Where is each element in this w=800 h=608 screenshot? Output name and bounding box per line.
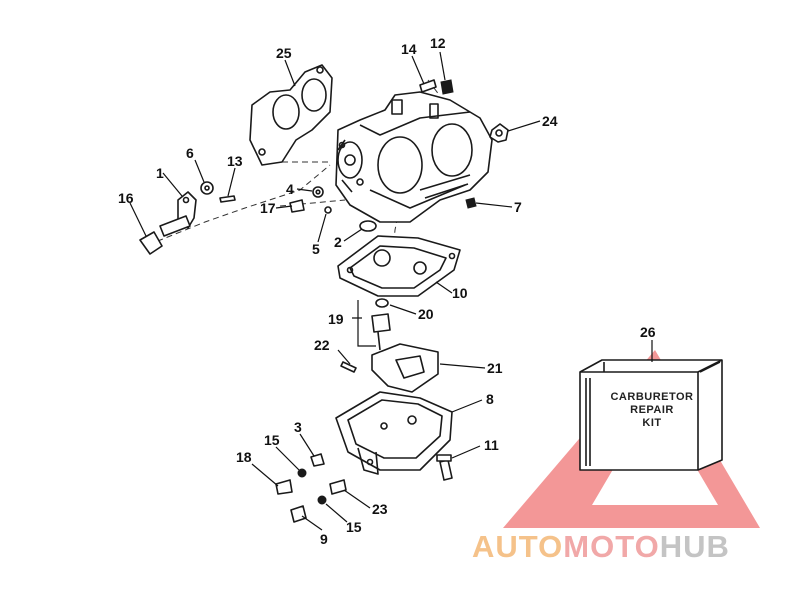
watermark-logo [503,350,760,528]
float-part-21 [371,343,439,393]
repair-kit-box: CARBURETOR REPAIR KIT [579,359,723,471]
callout-1: 1 [156,165,164,181]
float-bowl-part-8 [335,391,453,475]
leader-lines [129,51,653,531]
screw-part-12 [440,79,454,95]
plug-part-18 [275,479,293,495]
nut-part-6 [200,181,214,195]
plug-part-9 [290,505,307,523]
callout-12: 12 [430,35,446,51]
pin-part-14 [419,79,437,93]
watermark-triangle [503,350,760,528]
kit-label-line-3: KIT [642,417,661,429]
watermark-text: AUTOMOTOHUB [472,529,730,564]
callout-labels: 25 14 12 24 6 13 1 16 4 17 7 2 5 10 20 1… [118,35,656,547]
callout-16: 16 [118,190,134,206]
callout-26: 26 [640,324,656,340]
callout-10: 10 [452,285,468,301]
callout-13: 13 [227,153,243,169]
gasket-part-25 [249,64,333,166]
screw-part-11 [439,459,453,481]
watermark-text: AUTOMOTOHUB [472,529,730,564]
ball-part-5 [324,206,332,214]
gasket-part-10 [337,235,461,297]
nut-part-24 [489,123,509,143]
screw-head-part-11 [436,454,452,462]
bottom-screws [275,453,453,523]
callout-11: 11 [484,437,499,453]
pin-part-22 [340,361,357,373]
screw-part-17 [289,199,305,213]
screw-part-7 [465,197,477,209]
plug-part-3 [310,453,325,467]
watermark-auto: AUTO [472,529,563,564]
callout-8: 8 [486,391,494,407]
callout-3: 3 [294,419,302,435]
needle-part-19 [371,313,391,333]
knob-part-16 [139,231,163,255]
watermark-moto: MOTO [563,529,659,564]
float-parts [340,298,439,393]
callout-15-lower: 15 [346,519,362,535]
callout-18: 18 [236,449,252,465]
callout-14: 14 [401,41,417,57]
callout-5: 5 [312,241,320,257]
callout-17: 17 [260,200,276,216]
carburetor-body [335,91,493,223]
watermark-hub: HUB [660,529,730,564]
callout-2: 2 [334,234,342,250]
jet-part-23 [329,479,347,495]
kit-label-line-1: CARBURETOR [610,391,693,403]
washer-part-15a [297,468,307,478]
callout-20: 20 [418,306,434,322]
callout-6: 6 [186,145,194,161]
callout-21: 21 [487,360,503,376]
seat-part-20 [375,298,389,308]
callout-7: 7 [514,199,522,215]
callout-9: 9 [320,531,328,547]
callout-24: 24 [542,113,558,129]
callout-23: 23 [372,501,388,517]
washer-part-4 [312,186,324,198]
washer-part-15b [317,495,327,505]
pin-part-13 [219,195,236,203]
callout-4: 4 [286,181,294,197]
oring-part-2 [359,220,377,232]
kit-label-line-2: REPAIR [630,404,674,416]
top-small-parts [419,79,509,209]
callout-19: 19 [328,311,344,327]
callout-15-upper: 15 [264,432,280,448]
callout-25: 25 [276,45,292,61]
left-linkage-parts [139,181,377,255]
callout-22: 22 [314,337,330,353]
